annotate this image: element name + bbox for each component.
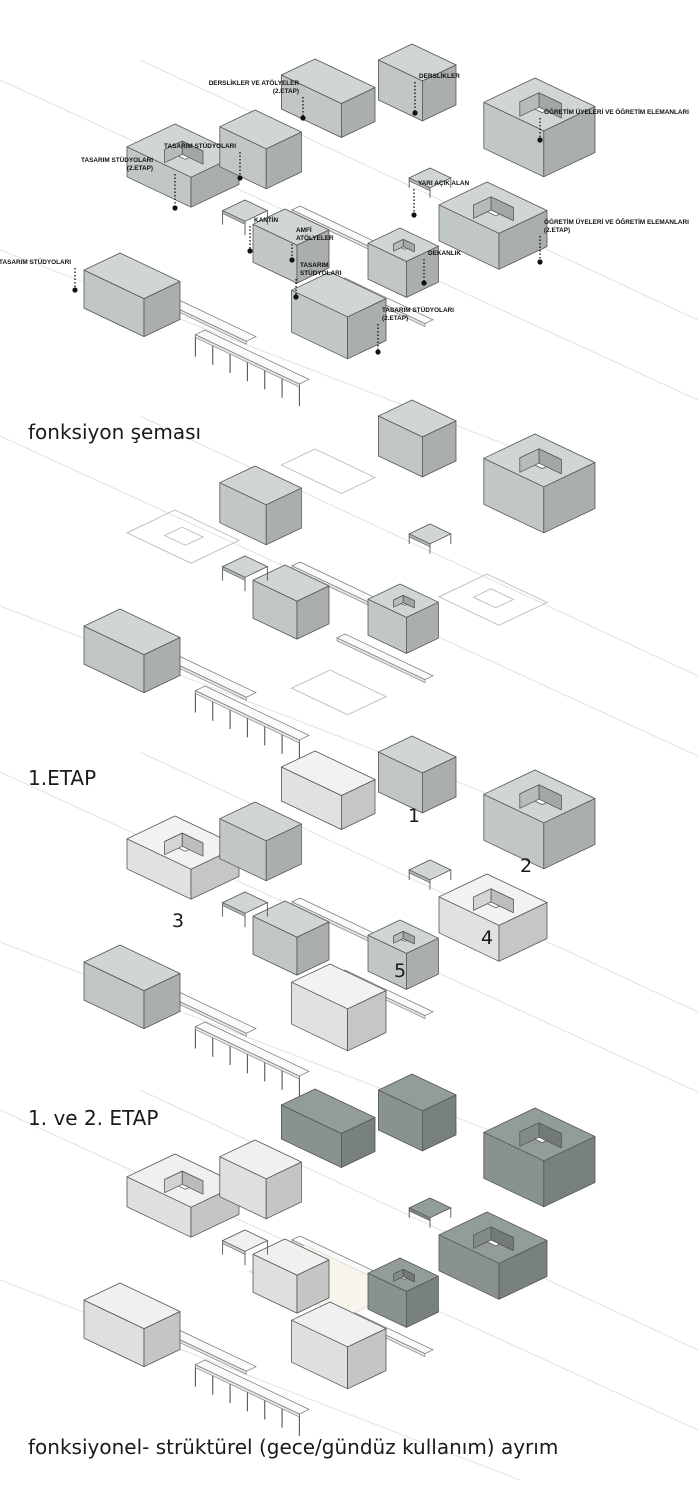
building-A: [83, 252, 181, 338]
building-G: [377, 43, 457, 122]
caption-phase-1: 1.ETAP: [28, 766, 97, 790]
building-C-canopy: [221, 1229, 269, 1266]
building-J: [438, 181, 548, 270]
panel-day-night-separation: [0, 1073, 698, 1481]
building-E: [219, 801, 302, 882]
panel-phase-1: [0, 399, 698, 807]
building-H-canopy: [408, 1197, 452, 1228]
label-dekanlik: DEKANLIK: [421, 250, 461, 286]
caption-day-night-separation: fonksiyonel- strüktürel (gece/gündüz kul…: [28, 1435, 559, 1459]
building-H-canopy: [408, 167, 452, 198]
building-D-planned: [125, 509, 241, 564]
label-kantin: KANTİN: [247, 215, 279, 254]
building-K: [367, 919, 439, 990]
panel-function-scheme: DERSLİKLER VE ATÖLYELER(2.ETAP) DERSLİKLE…: [0, 43, 698, 451]
building-H-canopy: [408, 859, 452, 890]
building-I: [483, 77, 596, 178]
building-K: [367, 1257, 439, 1328]
building-F-planned: [280, 448, 377, 494]
building-E: [219, 465, 302, 546]
building-K: [367, 227, 439, 298]
building-L: [291, 271, 387, 360]
svg-text:TASARIM STÜDYOLARI(2.ETAP): TASARIM STÜDYOLARI(2.ETAP): [81, 155, 153, 172]
walkway-south: [194, 329, 310, 406]
phase-number-5: 5: [394, 960, 406, 982]
label-ogretim: ÖĞRETİM ÜYELERİ VE ÖĞRETİM ELEMANLARI: [537, 107, 689, 143]
label-derslikler: DERSLİKLER: [412, 71, 460, 116]
svg-text:DEKANLIK: DEKANLIK: [428, 250, 461, 257]
building-B: [252, 900, 330, 976]
building-B: [252, 564, 330, 640]
svg-text:DERSLİKLER VE ATÖLYELER(2.ETAP: DERSLİKLER VE ATÖLYELER(2.ETAP): [209, 78, 300, 95]
walkway-south: [194, 1021, 310, 1098]
label-derslikler-2etap: DERSLİKLER VE ATÖLYELER(2.ETAP): [209, 78, 306, 121]
panel-phase-1-and-2: 1 2 3 4 5: [0, 735, 698, 1143]
building-E: [219, 109, 302, 190]
building-L: [291, 963, 387, 1052]
building-C-canopy: [221, 555, 269, 592]
building-F: [280, 750, 376, 830]
svg-text:DERSLİKLER: DERSLİKLER: [419, 71, 460, 80]
label-yari-acik: YARI AÇIK ALAN: [411, 180, 470, 218]
building-A: [83, 944, 181, 1030]
building-B: [252, 1238, 330, 1314]
building-J: [438, 1211, 548, 1300]
building-C-canopy: [221, 199, 269, 236]
label-ts-top: TASARIM STÜDYOLARI: [164, 141, 243, 181]
building-I: [483, 1107, 596, 1208]
walkway-south: [194, 685, 310, 762]
building-G: [377, 735, 457, 814]
svg-text:TASARIM STÜDYOLARI(2.ETAP): TASARIM STÜDYOLARI(2.ETAP): [382, 305, 454, 322]
building-A: [83, 608, 181, 694]
building-E: [219, 1139, 302, 1220]
building-D: [126, 815, 240, 900]
svg-text:TASARIM STÜDYOLARI: TASARIM STÜDYOLARI: [0, 257, 71, 266]
phase-number-2: 2: [520, 855, 532, 877]
label-ts-bottom: TASARIM STÜDYOLARI(2.ETAP): [375, 305, 454, 355]
building-H-canopy: [408, 523, 452, 554]
svg-text:KANTİN: KANTİN: [254, 215, 279, 224]
label-ts-2etap: TASARIM STÜDYOLARI(2.ETAP): [81, 155, 178, 211]
building-I: [483, 769, 596, 870]
building-C-canopy: [221, 891, 269, 928]
building-G: [377, 1073, 457, 1152]
svg-text:ÖĞRETİM ÜYELERİ VE ÖĞRETİM ELE: ÖĞRETİM ÜYELERİ VE ÖĞRETİM ELEMANLARI: [544, 107, 689, 116]
building-A: [83, 1282, 181, 1368]
phase-number-4: 4: [481, 927, 493, 949]
walkway-south: [194, 1359, 310, 1436]
caption-phase-1-and-2: 1. ve 2. ETAP: [28, 1106, 159, 1130]
building-G: [377, 399, 457, 478]
building-L: [291, 1301, 387, 1390]
caption-function-scheme: fonksiyon şeması: [28, 420, 202, 444]
walkway-east: [336, 633, 434, 684]
label-ts-left: TASARIM STÜDYOLARI: [0, 257, 78, 293]
svg-text:ÖĞRETİM ÜYELERİ VE ÖĞRETİM ELE: ÖĞRETİM ÜYELERİ VE ÖĞRETİM ELEMANLARI(2.…: [544, 217, 689, 234]
building-F: [280, 58, 376, 138]
building-F: [280, 1088, 376, 1168]
building-K: [367, 583, 439, 654]
building-J: [438, 873, 548, 962]
label-ogretim-2etap: ÖĞRETİM ÜYELERİ VE ÖĞRETİM ELEMANLARI(2.…: [537, 217, 689, 265]
building-B: [252, 208, 330, 284]
phase-number-3: 3: [172, 910, 184, 932]
svg-text:TASARIM STÜDYOLARI: TASARIM STÜDYOLARI: [164, 141, 236, 150]
building-I: [483, 433, 596, 534]
building-L-planned: [290, 669, 388, 716]
phase-number-1: 1: [408, 805, 420, 827]
building-J-planned: [437, 573, 549, 626]
svg-text:YARI AÇIK ALAN: YARI AÇIK ALAN: [418, 180, 470, 187]
